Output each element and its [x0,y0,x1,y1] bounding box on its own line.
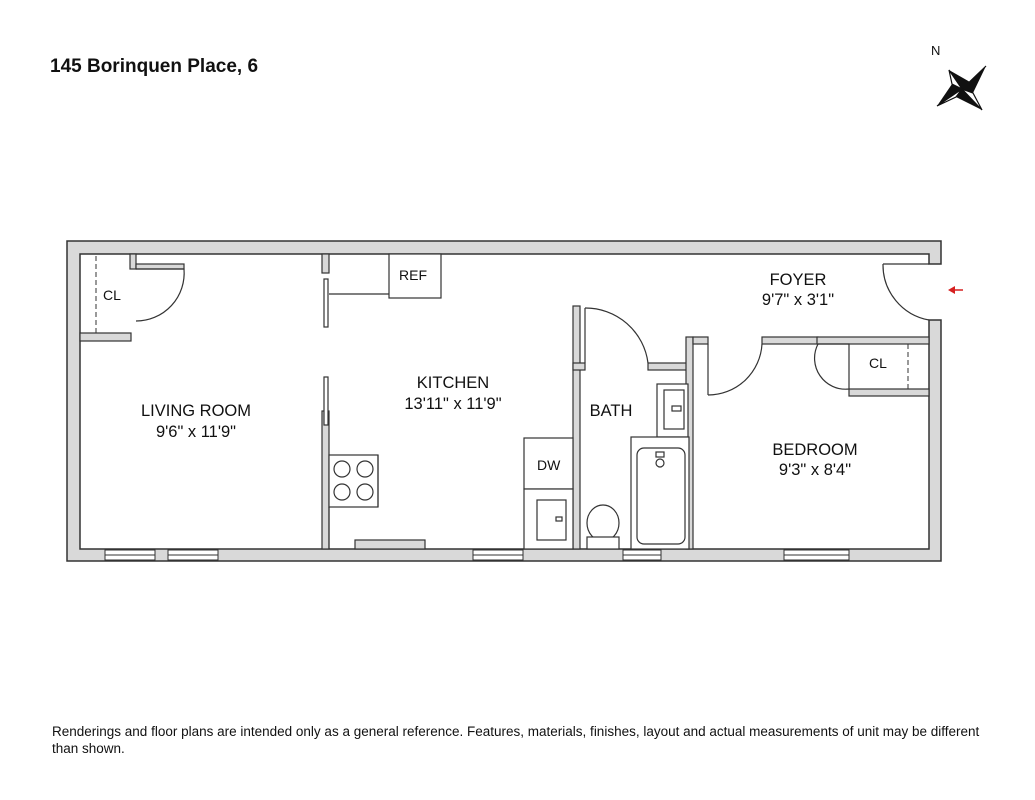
kitchen-sink-icon [523,488,574,550]
property-title: 145 Borinquen Place, 6 [50,56,259,77]
bathtub-icon [630,436,690,550]
living-room-name: LIVING ROOM [141,402,251,420]
foyer-dims: 9'7" x 3'1" [762,291,834,309]
bath-sink-icon [656,383,689,438]
stove-icon [328,454,379,549]
doors [135,263,930,426]
closet-label-living: CL [103,287,121,303]
bedroom-dims: 9'3" x 8'4" [779,461,851,479]
bath-name: BATH [590,402,633,420]
dishwasher [523,437,574,490]
foyer-name: FOYER [770,271,827,289]
bedroom-name: BEDROOM [772,441,857,459]
disclaimer-text: Renderings and floor plans are intended … [52,724,980,756]
compass-icon [936,65,987,111]
toilet-icon [586,504,620,550]
exterior-walls [66,240,942,562]
closet-dashes [95,256,909,389]
refrigerator-label: REF [399,267,427,283]
refrigerator [388,253,442,299]
kitchen-name: KITCHEN [417,374,489,392]
entrance-arrow-icon [948,286,963,294]
compass-north-label: N [931,43,940,58]
kitchen-dims: 13'11" x 11'9" [404,395,501,413]
living-room-dims: 9'6" x 11'9" [156,423,236,441]
fixtures [328,253,690,550]
windows [104,549,850,561]
closet-label-bedroom: CL [869,355,887,371]
dishwasher-label: DW [537,457,561,473]
